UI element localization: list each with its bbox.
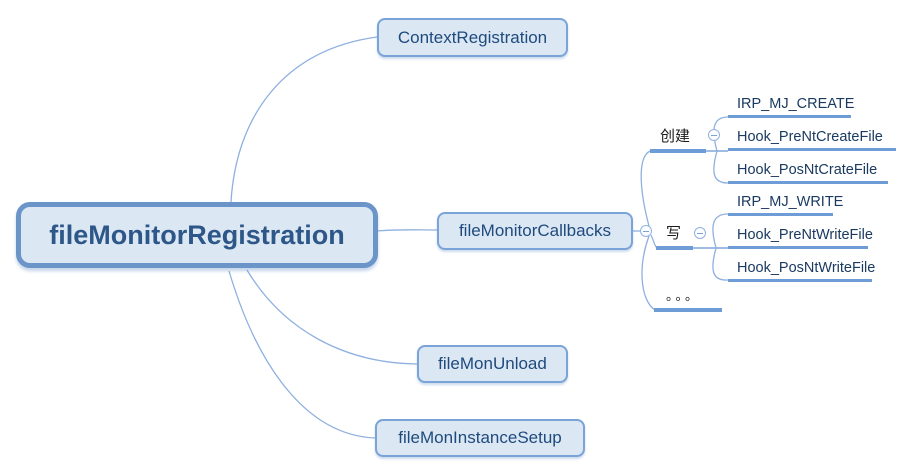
leaf-hook-prentcreatefile[interactable]: Hook_PreNtCreateFile xyxy=(728,129,896,151)
topic-label: fileMonInstanceSetup xyxy=(398,428,562,447)
topic-label: fileMonUnload xyxy=(438,354,547,373)
leaf-irp-mj-create[interactable]: IRP_MJ_CREATE xyxy=(728,96,855,118)
root-topic-label: fileMonitorRegistration xyxy=(49,219,345,250)
collapse-icon-write[interactable] xyxy=(694,227,706,239)
topic-fileMonInstanceSetup[interactable]: fileMonInstanceSetup xyxy=(375,419,585,457)
topic-fileMonUnload[interactable]: fileMonUnload xyxy=(417,345,568,383)
minus-bar xyxy=(711,134,717,136)
leaf-irp-mj-write[interactable]: IRP_MJ_WRITE xyxy=(728,194,843,216)
leaf-label: Hook_PosNtCrateFile xyxy=(737,162,878,178)
subtopic-label: 写 xyxy=(666,225,682,242)
leaf-hook-posntcratefile[interactable]: Hook_PosNtCrateFile xyxy=(728,162,888,184)
subtopic-create[interactable]: 创建 xyxy=(650,127,706,153)
leaf-label: IRP_MJ_WRITE xyxy=(737,194,844,210)
leaf-hook-posntwritefile[interactable]: Hook_PosNtWriteFile xyxy=(728,260,876,282)
subtopic-write[interactable]: 写 xyxy=(656,224,693,250)
leaf-label: Hook_PreNtCreateFile xyxy=(737,129,883,145)
minus-bar xyxy=(697,232,703,234)
leaf-hook-prentwritefile[interactable]: Hook_PreNtWriteFile xyxy=(728,227,873,249)
collapse-icon-create[interactable] xyxy=(708,129,720,141)
leaf-label: Hook_PosNtWriteFile xyxy=(737,260,876,276)
collapse-icon-fileMonitorCallbacks[interactable] xyxy=(640,225,652,237)
subtopic-label: 创建 xyxy=(660,128,691,145)
subtopic-label: 。。。 xyxy=(666,288,702,303)
topic-fileMonitorCallbacks[interactable]: fileMonitorCallbacks xyxy=(437,212,633,250)
root-topic-fileMonitorRegistration[interactable]: fileMonitorRegistration xyxy=(16,202,378,268)
topic-label: ContextRegistration xyxy=(397,27,548,47)
leaf-label: Hook_PreNtWriteFile xyxy=(737,227,873,243)
topic-label: fileMonitorCallbacks xyxy=(458,221,612,240)
leaf-label: IRP_MJ_CREATE xyxy=(737,96,855,112)
subtopic-ellipsis[interactable]: 。。。 xyxy=(654,286,722,312)
minus-bar xyxy=(643,230,649,232)
topic-contextRegistration[interactable]: ContextRegistration xyxy=(377,18,568,57)
